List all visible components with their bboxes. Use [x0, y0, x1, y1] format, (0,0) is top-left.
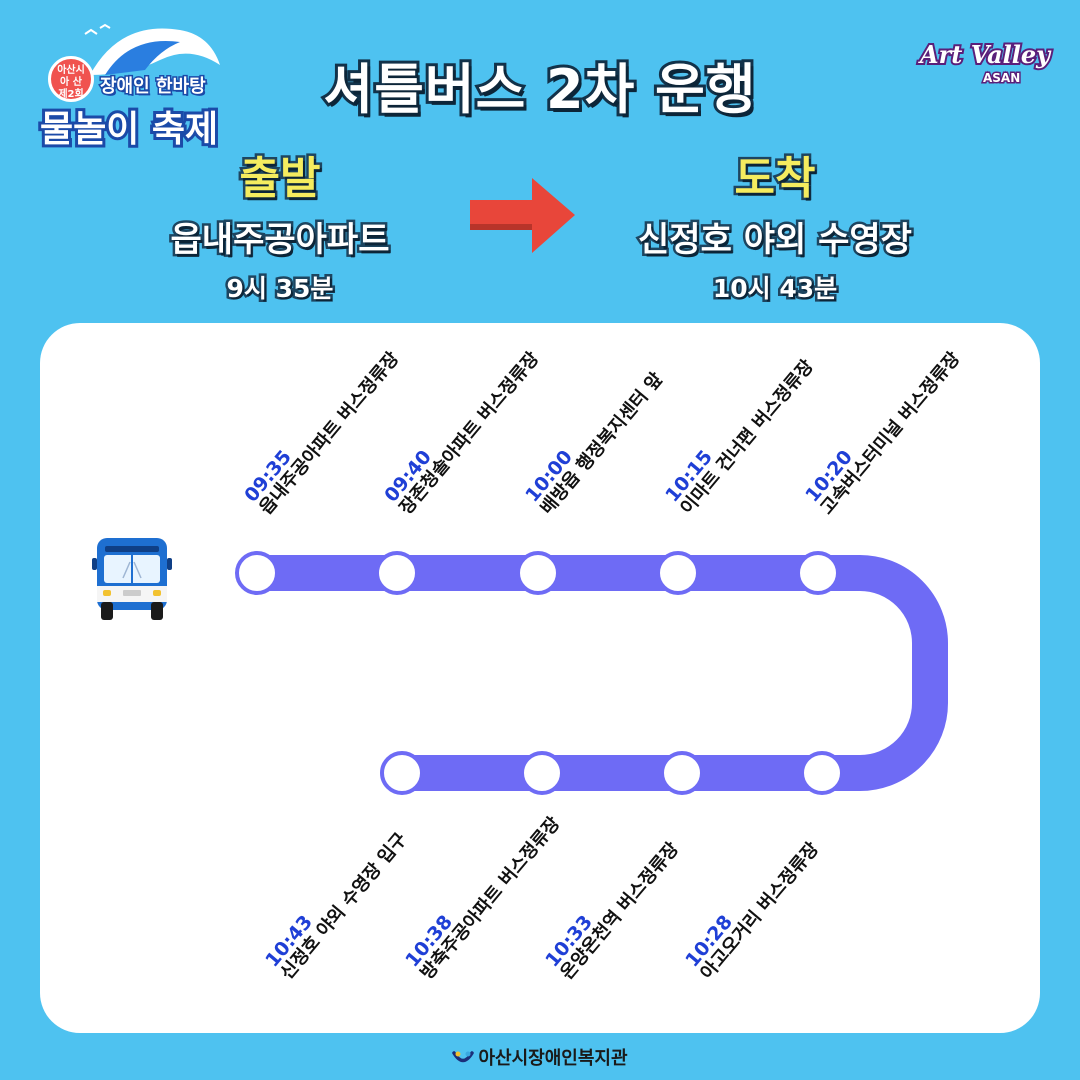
art-valley-logo: Art Valley ASAN: [905, 38, 1055, 92]
route-stop-top-1: [235, 551, 279, 595]
arrival-time: 10시 43분: [710, 272, 839, 306]
page-title: 셔틀버스 2차 운행: [321, 55, 759, 124]
footer-text: 아산시장애인복지관: [478, 1048, 628, 1069]
festival-subtitle: 장애인 한바탕: [99, 75, 208, 99]
departure-heading: 출발: [237, 151, 323, 207]
route-stop-bottom-2: [520, 751, 564, 795]
festival-name: 물놀이 축제: [37, 106, 221, 153]
footer: 아산시장애인복지관: [0, 1044, 1080, 1070]
art-valley-text: Art Valley: [918, 38, 1052, 71]
route-stop-top-2: [375, 551, 419, 595]
route-line: [239, 555, 948, 791]
route-map: [92, 538, 948, 795]
route-stop-top-5: [796, 551, 840, 595]
route-stop-bottom-3: [660, 751, 704, 795]
festival-badge: 아산시 아 산 제2회: [48, 56, 94, 102]
route-stop-top-3: [516, 551, 560, 595]
arrival-info: 도착 신정호 야외 수영장 10시 43분: [565, 142, 985, 306]
route-stop-top-4: [656, 551, 700, 595]
departure-place: 읍내주공아파트: [168, 218, 392, 263]
departure-info: 출발 읍내주공아파트 9시 35분: [70, 142, 490, 306]
arrival-place: 신정호 야외 수영장: [636, 218, 915, 263]
asan-text: ASAN: [981, 70, 1021, 87]
route-stop-bottom-4: [800, 751, 844, 795]
welfare-center-logo-icon: [452, 1051, 475, 1063]
festival-logo: 아산시 아 산 제2회 장애인 한바탕 물놀이 축제: [30, 20, 230, 153]
arrival-heading: 도착: [732, 151, 818, 207]
route-stop-bottom-1: [380, 751, 424, 795]
bus-icon: [92, 538, 172, 620]
wave-icon: [84, 23, 220, 75]
right-arrow-icon: [470, 178, 575, 253]
departure-time: 9시 35분: [224, 272, 336, 306]
